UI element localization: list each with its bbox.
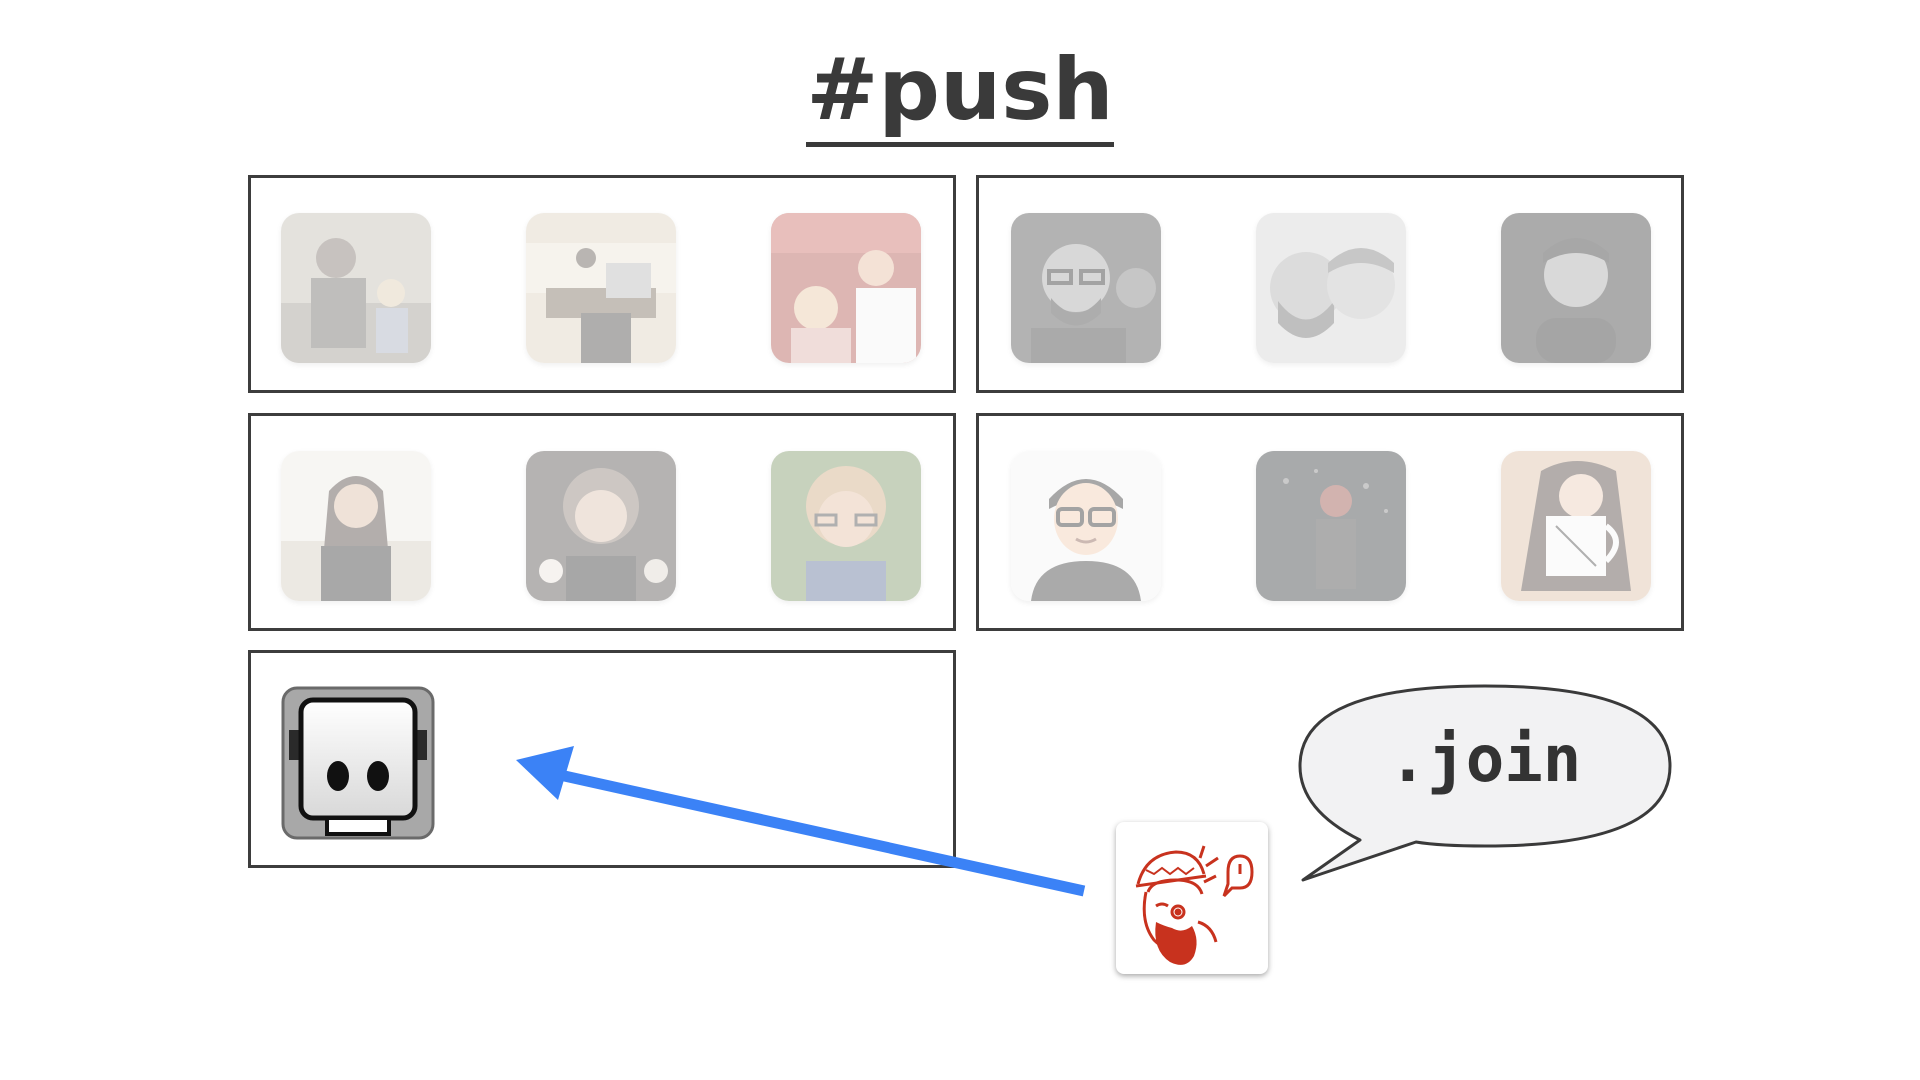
avatar-person-with-child[interactable] [281,213,431,363]
avatar-office-desk[interactable] [526,213,676,363]
speech-bubble-shape [1298,684,1672,882]
join-arrow [516,746,1086,897]
page-title: #push [0,40,1920,147]
avatar-curly-hair-man[interactable] [771,451,921,601]
avatar-celebration[interactable] [771,213,921,363]
avatar-two-men-selfie[interactable] [1256,213,1406,363]
room-panel-3 [248,413,956,631]
avatar-man-with-glasses[interactable] [1011,213,1161,363]
speech-bubble-text: .join [1388,723,1582,797]
room-panel-2 [976,175,1684,393]
robot-bot-icon[interactable] [281,686,435,840]
avatar-woman-with-flowers[interactable] [526,451,676,601]
title-text: #push [806,40,1114,147]
avatar-woman-with-mug[interactable] [1501,451,1651,601]
avatar-man-portrait[interactable] [1501,213,1651,363]
avatar-woman-smiling[interactable] [281,451,431,601]
room-panel-1 [248,175,956,393]
arrow-shaft [558,769,1086,897]
avatar-cartoon-man-glasses[interactable] [1011,451,1161,601]
avatar-dark-scene[interactable] [1256,451,1406,601]
room-panel-5 [248,650,956,868]
arrow-head [516,746,574,800]
room-panel-4 [976,413,1684,631]
bearded-man-illustration-icon[interactable] [1116,822,1268,974]
